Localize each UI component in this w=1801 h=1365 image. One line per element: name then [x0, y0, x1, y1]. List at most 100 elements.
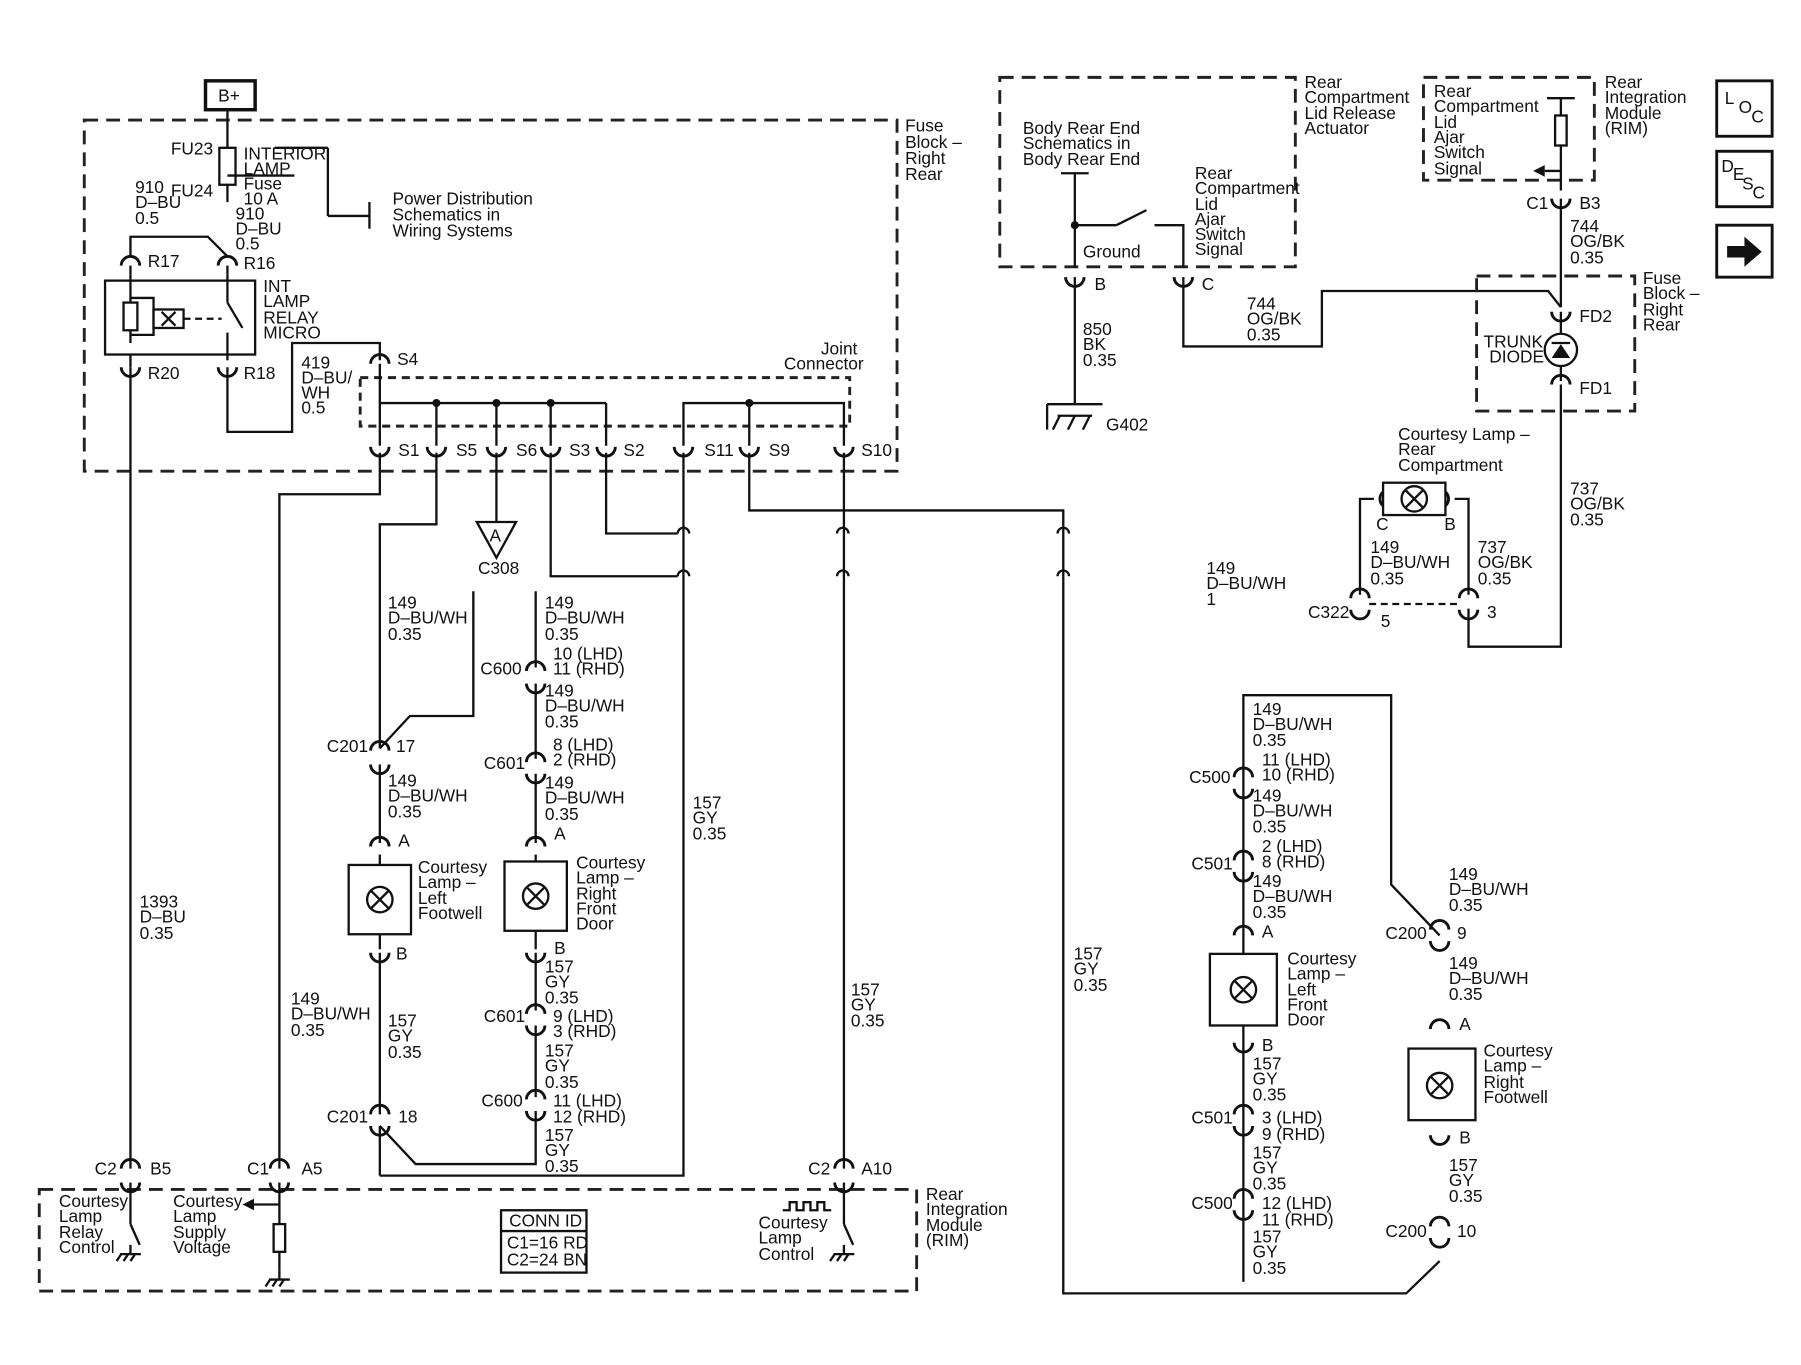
diagram-label: 0.35	[1253, 730, 1287, 750]
diagram-label: Ajar	[1434, 127, 1465, 147]
diagram-label: 0.35	[140, 923, 174, 943]
diagram-label: Footwell	[1484, 1087, 1548, 1107]
diagram-label: D–BU/WH	[545, 695, 625, 715]
diagram-label: D–BU/WH	[1253, 886, 1333, 906]
fuse-block-right-rear-diode: Fuse Block – Right Rear FD2 TRUNK DIODE …	[1467, 268, 1700, 648]
diagram-label: GY	[388, 1026, 413, 1046]
diagram-label: Compartment	[1398, 455, 1503, 475]
diagram-label: B	[554, 938, 566, 958]
diagram-label: D–BU	[140, 907, 186, 927]
diagram-label: 0.35	[1074, 975, 1108, 995]
diagram-label: D–BU/WH	[1370, 552, 1450, 572]
diagram-label: Fuse	[905, 116, 943, 136]
diagram-label: (RIM)	[1605, 118, 1648, 138]
diagram-label: 157	[545, 1041, 574, 1061]
diagram-label: D–BU/WH	[1449, 879, 1529, 899]
diagram-label: Courtesy	[1484, 1041, 1554, 1061]
diagram-label: GY	[1074, 959, 1099, 979]
diagram-label: 0.5	[301, 397, 325, 417]
diagram-label: TRUNK	[1484, 332, 1544, 352]
diagram-label: O	[1739, 97, 1752, 117]
courtesy-lamp-right-front-door	[503, 860, 569, 932]
diagram-label: Front	[576, 899, 617, 919]
diagram-label: S5	[456, 440, 477, 460]
diagram-label: C500	[1189, 767, 1230, 787]
diagram-label: Rear	[1195, 163, 1233, 183]
diagram-label: RELAY	[263, 307, 319, 327]
diagram-label: Connector	[784, 354, 864, 374]
diagram-label: C201	[327, 736, 368, 756]
diagram-label: C501	[1191, 1108, 1232, 1128]
trunk-diode-icon	[1543, 332, 1579, 368]
diagram-label: G402	[1106, 415, 1148, 435]
diagram-label: Ground	[1083, 242, 1141, 262]
diagram-label: Courtesy	[576, 852, 646, 872]
diagram-label: Door	[1287, 1009, 1325, 1029]
diagram-label: 149	[388, 770, 417, 790]
diagram-label: B	[1094, 274, 1106, 294]
diagram-label: C	[1753, 183, 1765, 203]
conn-id-table: CONN ID C1=16 RD C2=24 BN	[499, 1209, 588, 1274]
diagram-label: Body Rear End	[1023, 118, 1140, 138]
diagram-label: C1	[247, 1158, 269, 1178]
diagram-label: 744	[1570, 216, 1599, 236]
left-front-door-circuit: 149 D–BU/WH 0.35 C500 11 (LHD) 10 (RHD) …	[1074, 694, 1441, 1282]
diagram-label: Compartment	[1305, 87, 1410, 107]
diagram-label: Lamp	[758, 1228, 801, 1248]
diagram-label: GY	[545, 1140, 570, 1160]
diagram-label: CONN ID	[509, 1210, 582, 1230]
diagram-label: R18	[244, 363, 276, 383]
diagram-label: C322	[1308, 602, 1349, 622]
diagram-label: C2	[808, 1158, 830, 1178]
diagram-label: 8 (RHD)	[1262, 851, 1325, 871]
diagram-label: D	[1721, 156, 1733, 176]
diagram-label: S1	[398, 440, 419, 460]
diagram-label: Right	[576, 884, 617, 904]
diagram-label: Lamp –	[418, 872, 476, 892]
rear-compartment-lid-release-actuator: Rear Compartment Lid Release Actuator Bo…	[998, 72, 1562, 435]
diagram-label: Actuator	[1305, 118, 1370, 138]
loc-button[interactable]: L O C	[1715, 79, 1774, 138]
diagram-label: A	[398, 830, 410, 850]
diagram-label: Compartment	[1195, 178, 1300, 198]
diagram-label: A5	[301, 1158, 322, 1178]
next-arrow-button[interactable]	[1715, 223, 1774, 279]
diagram-label: S6	[516, 440, 537, 460]
diagram-label: C500	[1191, 1193, 1232, 1213]
diagram-label: 3 (RHD)	[553, 1021, 616, 1041]
diagram-label: 910	[236, 203, 265, 223]
diagram-label: Courtesy	[1287, 948, 1357, 968]
diagram-label: 0.35	[1253, 902, 1287, 922]
diagram-label: Front	[1287, 994, 1328, 1014]
diagram-label: 149	[388, 593, 417, 613]
diagram-label: 0.35	[545, 712, 579, 732]
diagram-label: C601	[484, 753, 525, 773]
diagram-label: 1393	[140, 892, 178, 912]
diagram-label: 10 A	[244, 188, 279, 208]
fuse-block-right-rear: Fuse Block – Right Rear B+ FU23 FU24 INT…	[82, 79, 962, 473]
diagram-label: 18	[398, 1106, 417, 1126]
diagram-label: OG/BK	[1247, 309, 1302, 329]
diagram-label: FU24	[171, 180, 214, 200]
diagram-label: 157	[545, 956, 574, 976]
diagram-label: R20	[148, 363, 180, 383]
diagram-label: Left	[418, 888, 447, 908]
diagram-label: LAMP	[263, 291, 310, 311]
diagram-label: 1	[1206, 589, 1216, 609]
diagram-label: A10	[861, 1158, 892, 1178]
diagram-label: Compartment	[1434, 96, 1539, 116]
left-footwell-circuit: A C308 149 D–BU/WH 0.35 C201 17 149 D–BU…	[129, 367, 537, 1176]
diagram-label: Fuse	[1643, 268, 1681, 288]
diagram-label: MICRO	[263, 322, 321, 342]
diagram-label: Footwell	[418, 903, 482, 923]
diagram-label: 149	[545, 680, 574, 700]
diagram-label: Rear	[905, 164, 943, 184]
diagram-label: WH	[301, 382, 330, 402]
diagram-label: 737	[1478, 537, 1507, 557]
arrow-right-icon	[1727, 236, 1762, 267]
diagram-label: Schematics in	[1023, 133, 1131, 153]
desc-button[interactable]: D E S C	[1715, 149, 1774, 209]
diagram-label: 0.35	[1247, 325, 1281, 345]
diagram-label: 12 (LHD)	[1262, 1193, 1332, 1213]
